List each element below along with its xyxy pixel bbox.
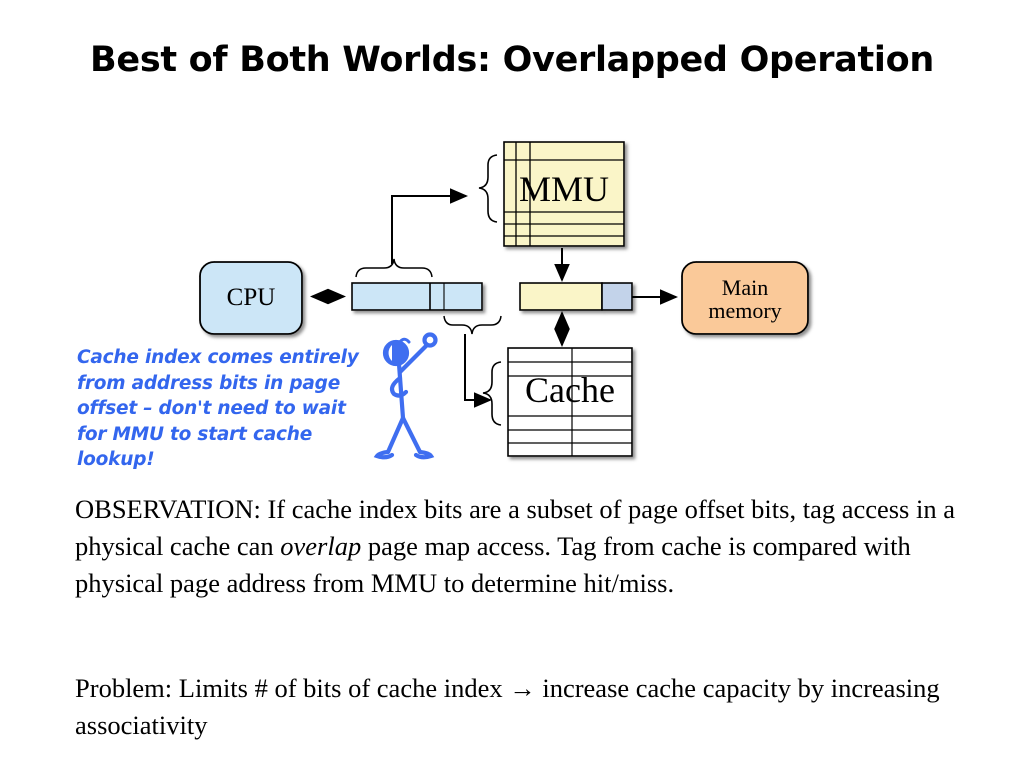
physical-address-bar xyxy=(519,282,633,311)
mmu-input-brace xyxy=(478,154,498,223)
overlapped-operation-diagram: CPU MMU Cache Main memory Cache index co… xyxy=(77,141,809,473)
virtual-address-bar xyxy=(351,282,483,311)
cache-box xyxy=(507,347,633,457)
annotation-line-5: lookup! xyxy=(77,449,155,470)
observation-text-part2: page map access. Tag from cache is compa… xyxy=(75,531,911,598)
annotation-line-2: from address bits in page xyxy=(77,372,341,394)
mmu-box xyxy=(503,141,625,247)
observation-text-part1: OBSERVATION: If cache index bits are a s… xyxy=(75,494,955,561)
stick-figure-icon xyxy=(373,332,438,460)
problem-paragraph: Problem: Limits # of bits of cache index… xyxy=(75,673,940,740)
observation-emphasis: overlap xyxy=(280,531,362,561)
observation-paragraph: OBSERVATION: If cache index bits are a s… xyxy=(75,491,965,602)
annotation-line-4: for MMU to start cache xyxy=(77,423,313,445)
annotation-line-1: Cache index comes entirely xyxy=(77,347,359,368)
virtual-page-number-brace xyxy=(355,258,433,278)
diagram-canvas xyxy=(199,141,809,460)
cpu-box xyxy=(199,261,303,335)
page-title: Best of Both Worlds: Overlapped Operatio… xyxy=(90,40,934,80)
handwritten-annotation: Cache index comes entirely from address … xyxy=(77,345,377,473)
page-offset-brace xyxy=(443,315,502,335)
annotation-line-3: offset – don't need to wait xyxy=(77,398,346,419)
cache-input-brace xyxy=(482,361,502,426)
connector-page-offset-to-cache xyxy=(464,334,492,408)
connector-vpn-to-mmu xyxy=(391,188,468,264)
main-memory-box xyxy=(681,261,809,335)
